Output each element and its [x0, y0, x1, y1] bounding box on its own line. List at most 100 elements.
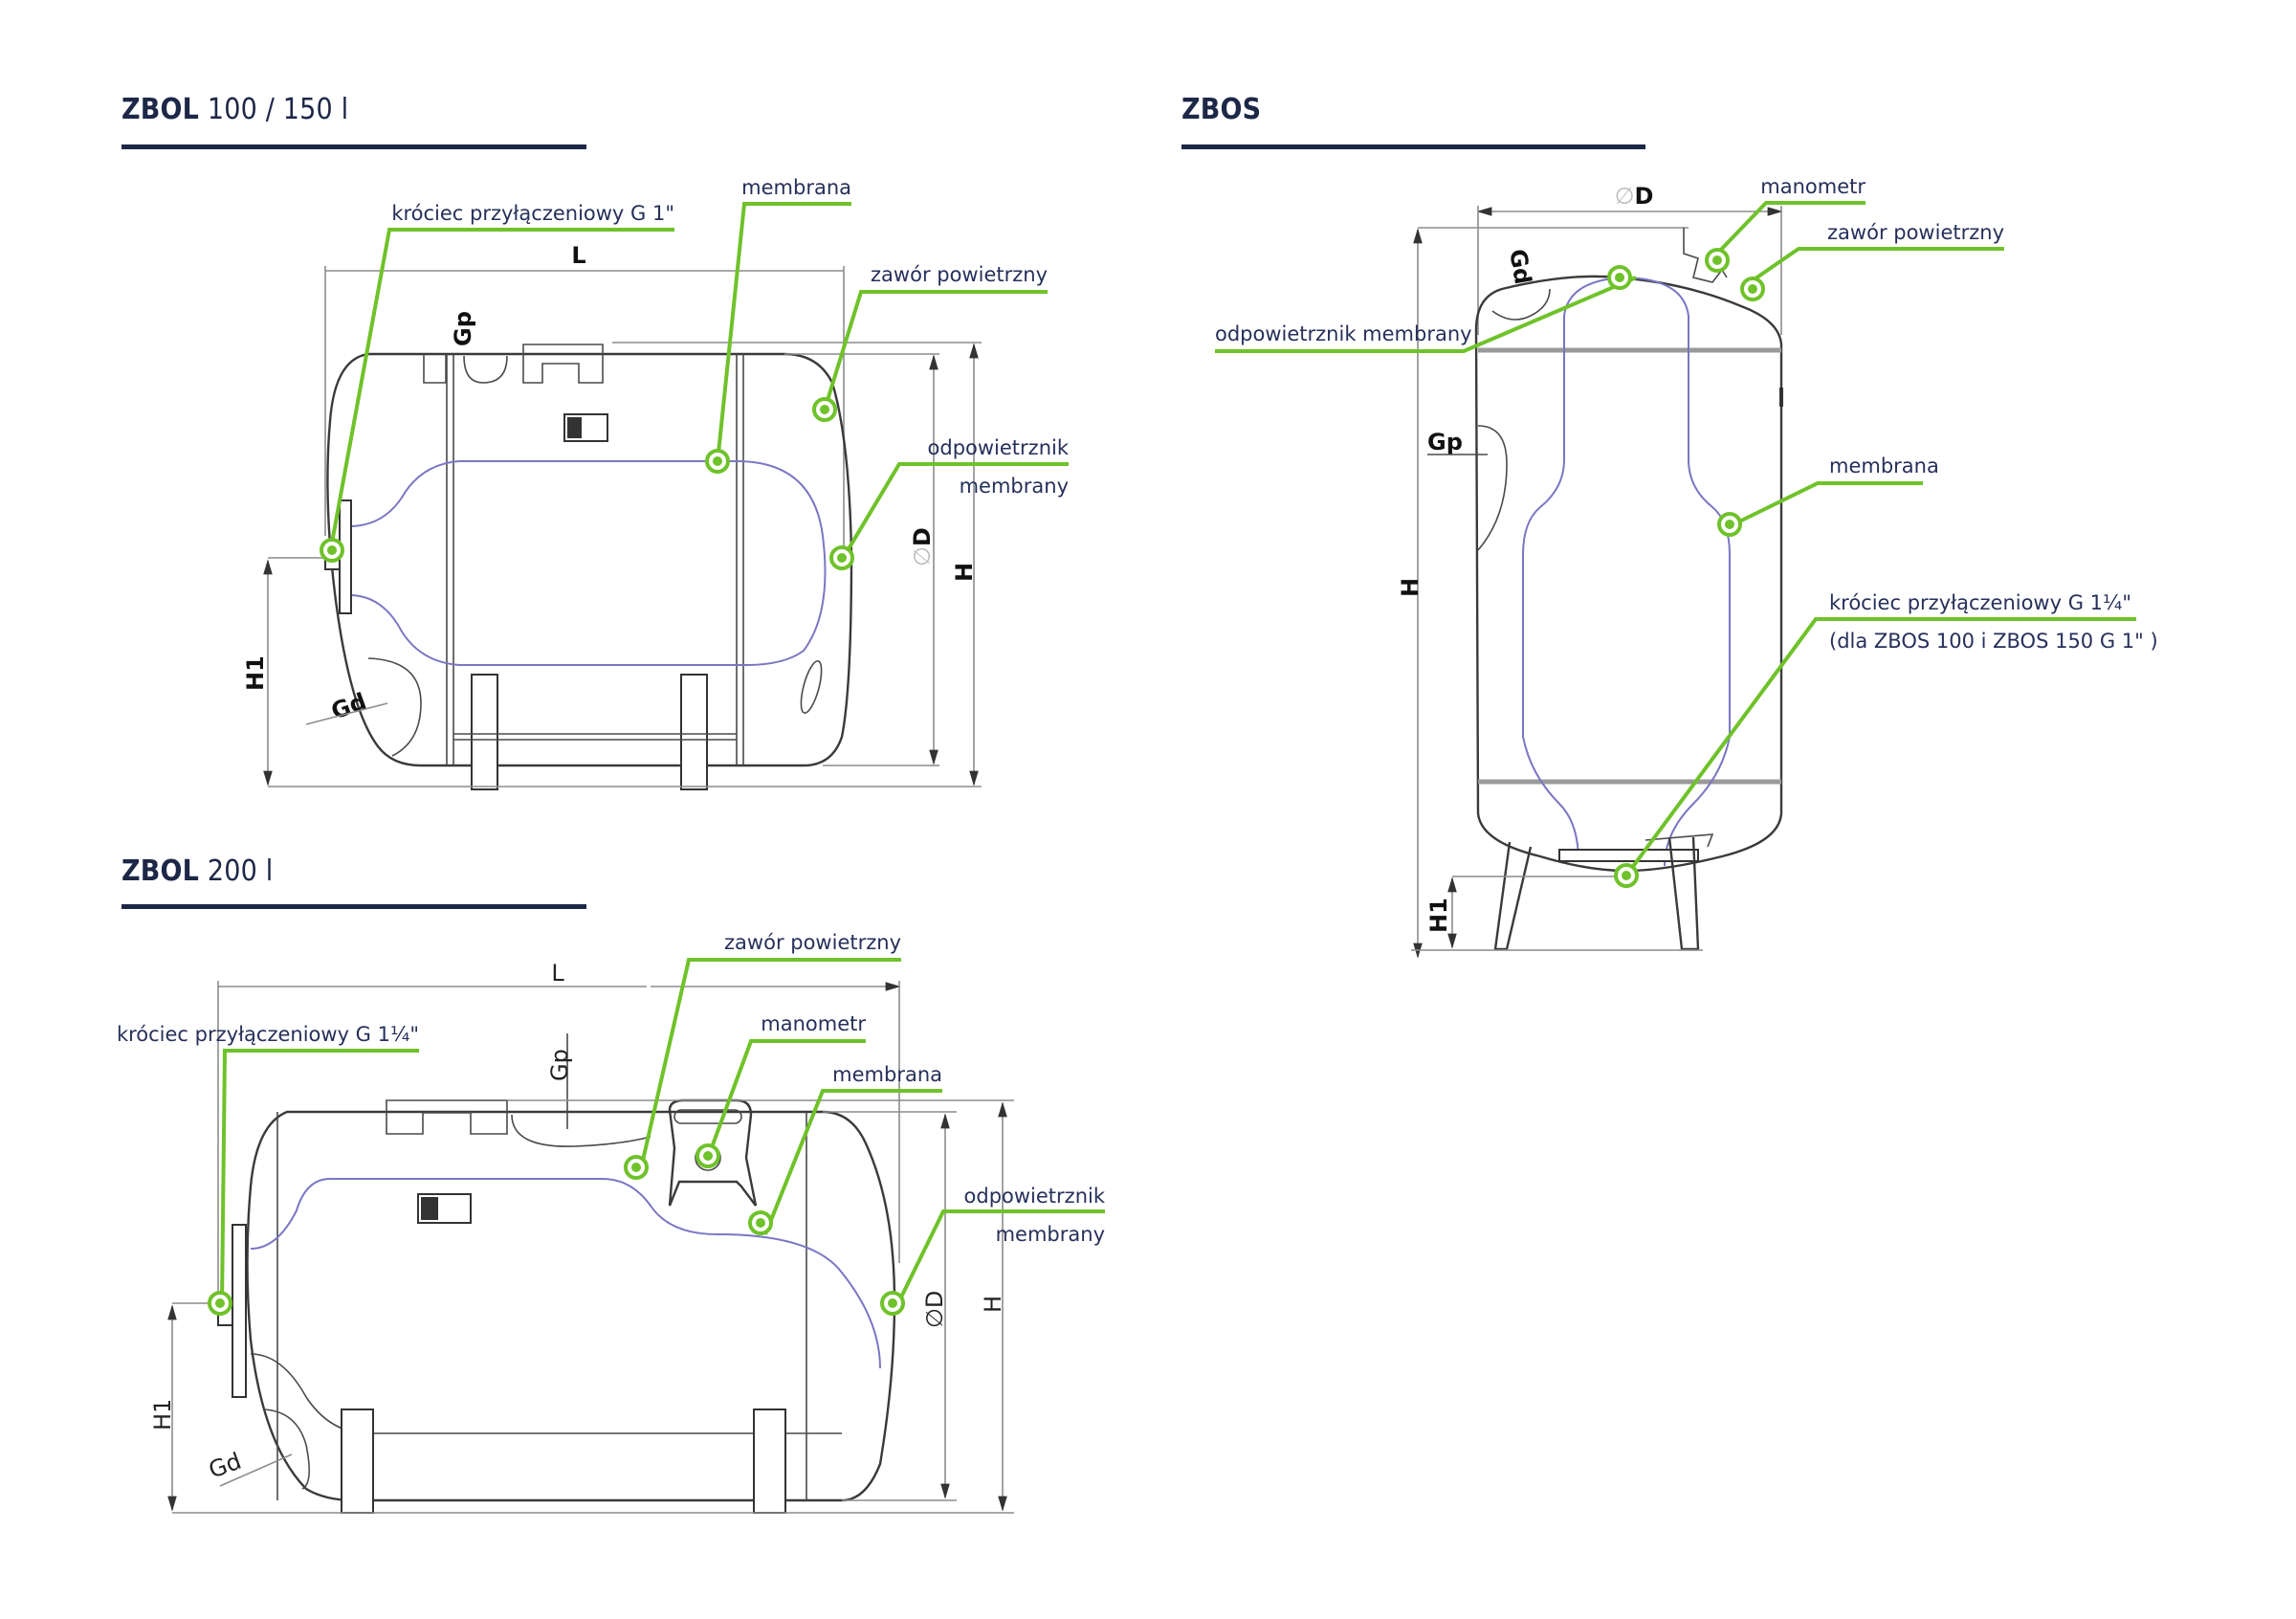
marker-connector — [1614, 863, 1639, 888]
marker-membrane — [705, 449, 730, 474]
dim-label-h: H — [951, 563, 978, 582]
callout-vent-line2: membrany — [996, 1223, 1105, 1246]
marker-vent — [829, 545, 854, 570]
dim-label-gp: Gp — [546, 1049, 573, 1081]
tank-shell — [1474, 275, 1783, 873]
leader-air-valve — [1741, 247, 2004, 289]
gd-dimension-line — [219, 1453, 293, 1487]
foot — [753, 1408, 786, 1514]
callout-air-valve: zawór powietrzny — [724, 931, 901, 954]
handle — [423, 354, 447, 384]
title-zbol-200: ZBOL 200 l — [121, 854, 273, 888]
title-zbol-100-150: ZBOL 100 / 150 l — [121, 93, 348, 126]
gd-port — [1491, 288, 1551, 321]
callout-membrane: membrana — [741, 176, 851, 199]
marker-connector — [208, 1291, 232, 1316]
leader-membrane — [1729, 481, 1923, 528]
dim-label-d: ∅D — [921, 1291, 948, 1328]
callout-connector: króciec przyłączeniowy G 1¼" — [117, 1023, 419, 1046]
dim-label-gp: Gp — [450, 311, 476, 346]
title-zbos: ZBOS — [1181, 93, 1261, 126]
leader-manometer — [1715, 201, 1866, 255]
side-port — [800, 660, 823, 714]
leader-vent — [842, 462, 1069, 559]
leader-membrane — [763, 1089, 942, 1235]
leader-vent — [1215, 276, 1637, 353]
title-model: ZBOS — [1181, 93, 1262, 126]
callout-vent-line2: membrany — [960, 475, 1069, 498]
callout-air-valve: zawór powietrzny — [871, 263, 1048, 286]
callout-vent: odpowietrznik membrany — [1215, 322, 1472, 345]
callout-vent-line1: odpowietrznik — [964, 1185, 1106, 1208]
dim-label-d: ∅D — [1615, 183, 1654, 210]
leader-connector — [328, 228, 674, 554]
title-underline — [1181, 144, 1645, 149]
callout-connector: króciec przyłączeniowy G 1" — [391, 202, 674, 225]
membrane-outline — [250, 1178, 881, 1369]
dim-label-gd: Gd — [1504, 247, 1536, 286]
handle-plate — [386, 1099, 508, 1135]
leader-air-valve — [823, 290, 1048, 410]
base-plate — [1558, 849, 1699, 862]
title-capacity: 100 / 150 l — [199, 93, 349, 126]
nameplate-logo — [421, 1197, 438, 1220]
leader-air-valve — [637, 958, 901, 1178]
leader-connector — [1624, 617, 2136, 877]
nameplate-logo — [567, 417, 582, 438]
callout-manometer: manometr — [761, 1012, 866, 1035]
manometer-bracket — [668, 1098, 758, 1207]
handle-plate — [522, 344, 604, 384]
callout-manometer: manometr — [1760, 175, 1866, 198]
dim-label-h: H — [1397, 578, 1424, 597]
tank-shell — [246, 1110, 896, 1502]
membrane-outline — [348, 460, 827, 666]
leg-bracket — [1645, 833, 1714, 848]
leader-manometer — [706, 1039, 866, 1159]
dim-label-h: H — [980, 1296, 1006, 1313]
dim-label-h1: H1 — [1425, 898, 1452, 933]
dim-label-l: L — [551, 960, 564, 987]
foot — [471, 674, 498, 790]
callout-membrane: membrana — [1829, 455, 1939, 477]
callout-connector-line1: króciec przyłączeniowy G 1¼" — [1829, 591, 2131, 614]
foot — [680, 674, 708, 790]
leader-vent — [893, 1209, 1105, 1312]
leg — [1493, 841, 1533, 951]
title-underline — [121, 904, 586, 909]
callout-vent-line1: odpowietrznik — [928, 436, 1070, 459]
marker-air-valve — [1740, 277, 1765, 301]
gd-port — [367, 657, 422, 757]
drawing-zbol-200: L Gp Gd ∅D — [117, 931, 1106, 1514]
drawing-zbos: ∅D H Gd Gp H1 manometr za — [1215, 175, 2158, 959]
dim-label-d: ∅D — [909, 527, 936, 566]
callout-membrane: membrana — [832, 1063, 942, 1086]
title-model: ZBOL — [121, 93, 200, 126]
dim-label-h1: H1 — [149, 1399, 176, 1430]
callout-air-valve: zawór powietrzny — [1827, 221, 2004, 244]
gp-port — [511, 1114, 651, 1147]
bracket-slot — [673, 1109, 742, 1124]
marker-manometer — [1705, 248, 1730, 273]
callout-connector-line2: (dla ZBOS 100 i ZBOS 150 G 1" ) — [1829, 630, 2158, 653]
marker-membrane — [1717, 512, 1742, 537]
membrane-outline-left — [1522, 277, 1627, 862]
marker-vent — [880, 1291, 905, 1316]
drawing-zbol-100-150: L Gp Gd — [242, 176, 1070, 790]
foot — [341, 1408, 374, 1514]
leg — [1667, 836, 1700, 951]
title-model: ZBOL — [121, 854, 200, 888]
membrane-outline-right — [1625, 277, 1731, 867]
marker-air-valve — [812, 397, 837, 422]
leader-connector — [220, 1049, 419, 1304]
marker-connector — [320, 538, 344, 563]
connector-flange — [232, 1224, 247, 1398]
marker-air-valve — [624, 1155, 649, 1180]
leader-membrane — [716, 202, 851, 463]
title-underline — [121, 144, 586, 149]
gd-dimension-line — [305, 702, 388, 725]
marker-manometer — [695, 1143, 720, 1168]
dim-label-h1: H1 — [242, 655, 269, 691]
dim-label-l: L — [571, 242, 585, 269]
tank-shell — [326, 352, 853, 767]
